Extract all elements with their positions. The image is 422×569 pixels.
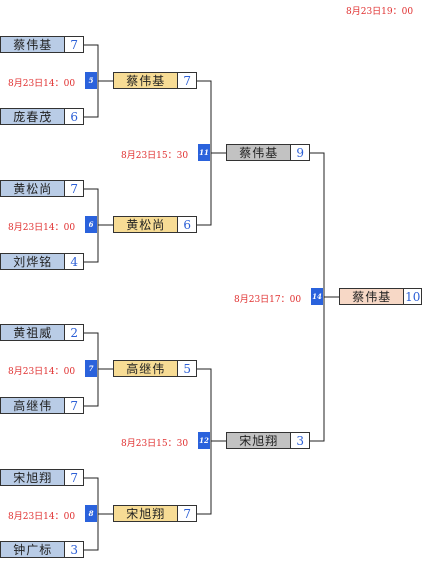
match-time: 8月23日15：30 <box>121 151 189 161</box>
player-score: 6 <box>183 217 192 232</box>
player-name: 蔡伟基 <box>114 73 179 88</box>
player-name: 高继伟 <box>1 398 66 413</box>
player-score: 7 <box>70 181 79 196</box>
player-name: 蔡伟基 <box>1 37 66 52</box>
player-score: 4 <box>70 254 79 269</box>
player-score: 3 <box>296 433 305 448</box>
player-score: 7 <box>183 73 192 88</box>
player-name: 庞春茂 <box>1 109 66 124</box>
match-number-badge: 11 <box>198 144 210 161</box>
player-box[interactable]: 黄松尚 7 <box>0 180 84 197</box>
player-name: 宋旭翔 <box>227 433 292 448</box>
match-time: 8月23日14：00 <box>8 79 76 89</box>
player-name: 宋旭翔 <box>114 506 179 521</box>
player-box[interactable]: 宋旭翔 3 <box>226 432 310 449</box>
player-name: 钟广标 <box>1 542 66 557</box>
match-number-badge: 12 <box>198 432 210 449</box>
match-time: 8月23日14：00 <box>8 512 76 522</box>
player-score: 5 <box>183 361 192 376</box>
player-score: 2 <box>70 325 79 340</box>
match-time: 8月23日14：00 <box>8 367 76 377</box>
match-time: 8月23日14：00 <box>8 223 76 233</box>
player-box[interactable]: 蔡伟基 9 <box>226 144 310 161</box>
player-name: 黄松尚 <box>114 217 179 232</box>
champion-score: 10 <box>405 289 421 304</box>
match-time: 8月23日15：30 <box>121 439 189 449</box>
player-box[interactable]: 宋旭翔 7 <box>0 469 84 486</box>
player-name: 高继伟 <box>114 361 179 376</box>
match-time: 8月23日17：00 <box>234 295 302 305</box>
player-box[interactable]: 庞春茂 6 <box>0 108 84 125</box>
player-score: 9 <box>296 145 305 160</box>
player-box[interactable]: 钟广标 3 <box>0 541 84 558</box>
match-number-badge: 8 <box>85 505 97 522</box>
player-box[interactable]: 蔡伟基 7 <box>113 72 197 89</box>
match-number-badge: 14 <box>311 288 323 305</box>
player-score: 3 <box>70 542 79 557</box>
match-number-badge: 6 <box>85 216 97 233</box>
player-score: 7 <box>70 398 79 413</box>
player-score: 6 <box>70 109 79 124</box>
player-box[interactable]: 高继伟 7 <box>0 397 84 414</box>
champion-box[interactable]: 蔡伟基 10 <box>339 288 422 305</box>
player-name: 刘烨铭 <box>1 254 66 269</box>
player-box[interactable]: 黄松尚 6 <box>113 216 197 233</box>
player-box[interactable]: 宋旭翔 7 <box>113 505 197 522</box>
player-box[interactable]: 刘烨铭 4 <box>0 253 84 270</box>
player-box[interactable]: 高继伟 5 <box>113 360 197 377</box>
player-name: 黄松尚 <box>1 181 66 196</box>
player-score: 7 <box>70 470 79 485</box>
header-time: 8月23日19：00 <box>346 7 414 17</box>
player-box[interactable]: 黄祖威 2 <box>0 324 84 341</box>
player-name: 黄祖威 <box>1 325 66 340</box>
player-name: 蔡伟基 <box>227 145 292 160</box>
match-number-badge: 5 <box>85 72 97 89</box>
player-score: 7 <box>183 506 192 521</box>
player-score: 7 <box>70 37 79 52</box>
player-name: 宋旭翔 <box>1 470 66 485</box>
match-number-badge: 7 <box>85 360 97 377</box>
player-box[interactable]: 蔡伟基 7 <box>0 36 84 53</box>
champion-name: 蔡伟基 <box>340 289 405 304</box>
